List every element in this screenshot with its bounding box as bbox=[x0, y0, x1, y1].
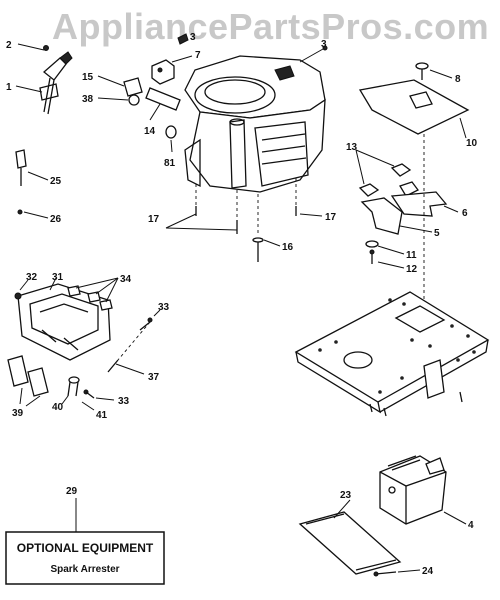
callout-81: 81 bbox=[164, 158, 176, 169]
callout-6: 6 bbox=[462, 208, 468, 219]
washer-part-11[interactable] bbox=[365, 240, 379, 248]
callout-29: 29 bbox=[66, 486, 78, 497]
plug-part-81[interactable] bbox=[165, 125, 177, 139]
callout-33-lower: 33 bbox=[118, 396, 130, 407]
washer-part-41[interactable] bbox=[83, 389, 95, 399]
callout-26: 26 bbox=[50, 214, 62, 225]
callout-7: 7 bbox=[195, 50, 201, 61]
bracket-part-6[interactable] bbox=[390, 191, 448, 217]
grommet-part-13[interactable] bbox=[358, 163, 419, 197]
throttle-control-part[interactable] bbox=[39, 45, 73, 115]
callout-23: 23 bbox=[340, 490, 352, 501]
callout-14: 14 bbox=[144, 126, 156, 137]
callout-17-left: 17 bbox=[148, 214, 160, 225]
callout-11: 11 bbox=[406, 250, 417, 261]
dipstick-part-25[interactable] bbox=[15, 149, 27, 215]
callout-15: 15 bbox=[82, 72, 94, 83]
callout-3: 3 bbox=[321, 39, 327, 50]
spacer-part-40[interactable] bbox=[67, 376, 80, 397]
clip-part-34[interactable] bbox=[67, 285, 113, 311]
callout-31: 31 bbox=[52, 272, 64, 283]
callout-38: 38 bbox=[82, 94, 94, 105]
watermark-text: AppliancePartsPros.com bbox=[52, 6, 490, 47]
callout-24: 24 bbox=[422, 566, 434, 577]
callout-10: 10 bbox=[466, 138, 478, 149]
bracket-part-7[interactable] bbox=[151, 59, 175, 85]
exhaust-shield-part-31[interactable] bbox=[17, 283, 111, 361]
screw-part-24[interactable] bbox=[373, 571, 397, 577]
callout-2: 2 bbox=[6, 40, 12, 51]
callout-32: 32 bbox=[26, 272, 38, 283]
optional-equipment-box bbox=[5, 531, 165, 585]
bracket-part-5[interactable] bbox=[360, 197, 403, 235]
mounting-bolt-part-17[interactable] bbox=[195, 206, 297, 262]
muffler-part-4[interactable] bbox=[379, 455, 447, 525]
pad-part-39[interactable] bbox=[7, 355, 49, 397]
callout-25: 25 bbox=[50, 176, 62, 187]
engine-assembly[interactable] bbox=[184, 45, 328, 193]
spark-arrester-screen-part-23[interactable] bbox=[298, 511, 402, 575]
callout-9-partial: 3 bbox=[190, 32, 196, 43]
callout-16: 16 bbox=[282, 242, 294, 253]
fuel-pump-part-15[interactable] bbox=[123, 77, 181, 111]
callout-13: 13 bbox=[346, 142, 358, 153]
callout-39: 39 bbox=[12, 408, 24, 419]
callout-5: 5 bbox=[434, 228, 440, 239]
callout-8: 8 bbox=[455, 74, 461, 85]
callout-12: 12 bbox=[406, 264, 418, 275]
callout-4: 4 bbox=[468, 520, 474, 531]
heat-shield-part-10[interactable] bbox=[358, 79, 470, 135]
clip-part-32[interactable] bbox=[14, 292, 22, 300]
callout-33-upper: 33 bbox=[158, 302, 170, 313]
bolt-part-12[interactable] bbox=[369, 249, 375, 264]
callout-17-right: 17 bbox=[325, 212, 337, 223]
chassis-frame[interactable] bbox=[294, 291, 490, 417]
optional-equipment-subtitle: Spark Arrester bbox=[50, 564, 119, 575]
callout-37: 37 bbox=[148, 372, 160, 383]
rod-part-37[interactable] bbox=[107, 321, 151, 373]
callout-40: 40 bbox=[52, 402, 64, 413]
callout-41: 41 bbox=[96, 410, 108, 421]
screw-part-8[interactable] bbox=[415, 62, 429, 80]
callout-34: 34 bbox=[120, 274, 132, 285]
callout-1: 1 bbox=[6, 82, 12, 93]
optional-equipment-title: OPTIONAL EQUIPMENT bbox=[17, 541, 154, 555]
bolt-part-33[interactable] bbox=[139, 317, 153, 331]
